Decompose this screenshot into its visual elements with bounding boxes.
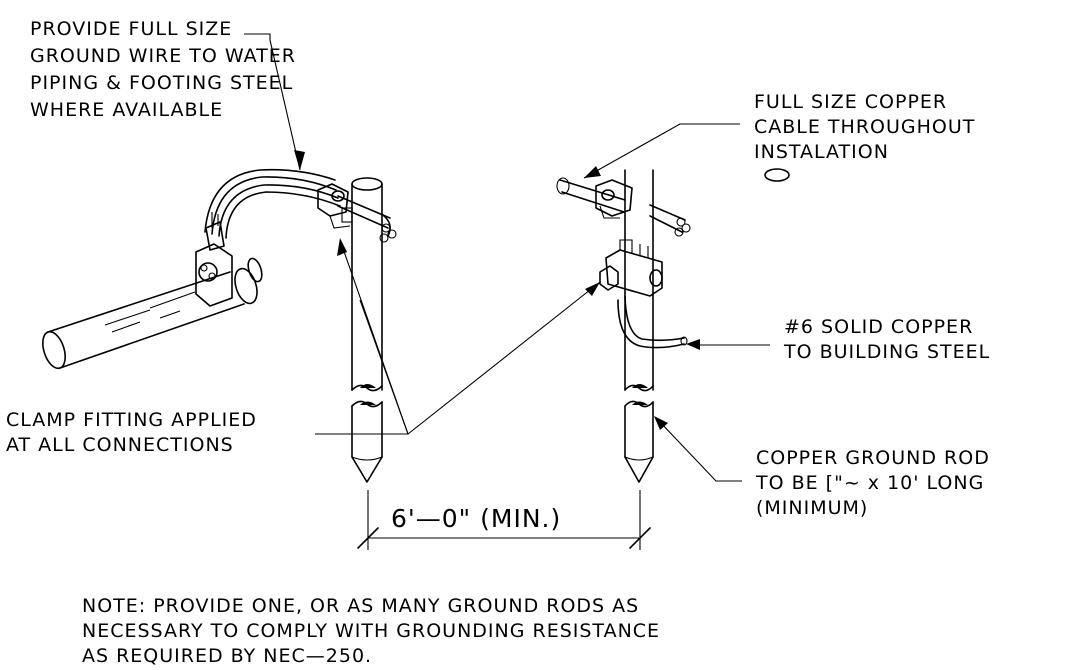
wire-note-line-4: WHERE AVAILABLE (30, 99, 223, 121)
leader-lines (244, 33, 770, 482)
clamp-note-line-1: CLAMP FITTING APPLIED (6, 409, 257, 431)
clamp-note: CLAMP FITTING APPLIED AT ALL CONNECTIONS (6, 409, 257, 456)
rod-note-line-1: COPPER GROUND ROD (756, 447, 990, 469)
general-note-line-1: NOTE: PROVIDE ONE, OR AS MANY GROUND ROD… (82, 595, 639, 617)
rod-note-line-2: TO BE ["~ x 10' LONG (755, 472, 984, 494)
cable-note-oval-marker (764, 168, 790, 182)
general-note-line-3: AS REQUIRED BY NEC—250. (82, 645, 372, 667)
solid-copper-note: #6 SOLID COPPER TO BUILDING STEEL (783, 316, 990, 363)
general-note: NOTE: PROVIDE ONE, OR AS MANY GROUND ROD… (82, 595, 660, 667)
dimension-label: 6'—0" (MIN.) (391, 504, 561, 533)
wire-note-line-2: GROUND WIRE TO WATER (30, 45, 296, 67)
left-ground-rod (351, 177, 383, 483)
solid-copper-note-line-2: TO BUILDING STEEL (783, 341, 990, 363)
wire-note: PROVIDE FULL SIZE GROUND WIRE TO WATER P… (30, 18, 296, 121)
solid-copper-note-line-1: #6 SOLID COPPER (784, 316, 973, 338)
right-cable-bundle (556, 177, 691, 237)
cable-note: FULL SIZE COPPER CABLE THROUGHOUT INSTAL… (754, 91, 975, 163)
wire-note-line-1: PROVIDE FULL SIZE (30, 18, 232, 40)
clamp-note-line-2: AT ALL CONNECTIONS (6, 434, 234, 456)
left-cable-bundle (204, 168, 397, 243)
right-rod-clamp (599, 239, 688, 349)
cable-note-line-3: INSTALATION (754, 141, 889, 163)
water-pipe (42, 212, 263, 370)
general-note-line-2: NECESSARY TO COMPLY WITH GROUNDING RESIS… (82, 620, 660, 642)
cable-note-line-1: FULL SIZE COPPER (754, 91, 947, 113)
rod-note: COPPER GROUND ROD TO BE ["~ x 10' LONG (… (755, 447, 990, 519)
wire-note-line-3: PIPING & FOOTING STEEL (30, 72, 293, 94)
rod-note-line-3: (MINIMUM) (756, 497, 868, 519)
dimension-line (357, 490, 651, 550)
cable-note-line-2: CABLE THROUGHOUT (754, 116, 975, 138)
